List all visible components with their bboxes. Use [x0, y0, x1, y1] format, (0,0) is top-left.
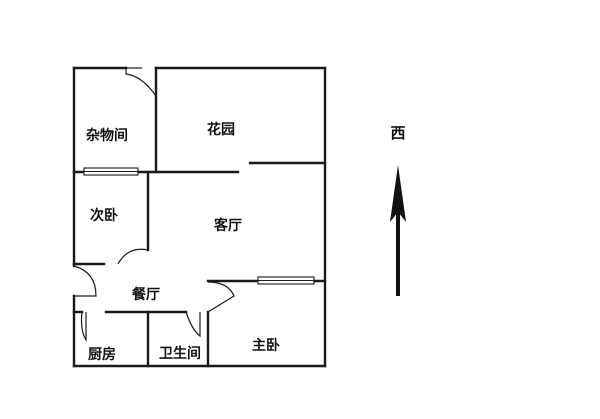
room-label-garden: 花园	[207, 121, 235, 138]
doors	[73, 67, 235, 343]
room-label-bathroom: 卫生间	[159, 345, 201, 362]
compass-arrow-shaft	[396, 210, 400, 296]
room-label-kitchen: 厨房	[88, 346, 116, 363]
room-label-living-room: 客厅	[213, 217, 242, 234]
door-second-bedroom-swing	[117, 248, 149, 265]
exterior-walls	[72, 66, 327, 368]
door-master-swing	[207, 281, 235, 313]
door-bathroom-swing	[185, 311, 201, 338]
compass: 西	[390, 124, 406, 296]
room-label-storage: 杂物间	[86, 127, 128, 144]
door-kitchen-swing	[80, 311, 87, 343]
room-label-dining-room: 餐厅	[131, 286, 160, 303]
compass-arrow-head	[390, 165, 406, 222]
room-label-master-bedroom: 主卧	[252, 337, 280, 354]
door-entry-swing	[73, 265, 97, 297]
compass-label: 西	[390, 124, 405, 142]
room-labels: 杂物间 花园 次卧 客厅 餐厅 厨房 卫生间 主卧	[86, 121, 280, 363]
windows	[83, 167, 315, 285]
door-storage-swing	[125, 68, 157, 97]
room-label-second-bedroom: 次卧	[90, 207, 118, 224]
